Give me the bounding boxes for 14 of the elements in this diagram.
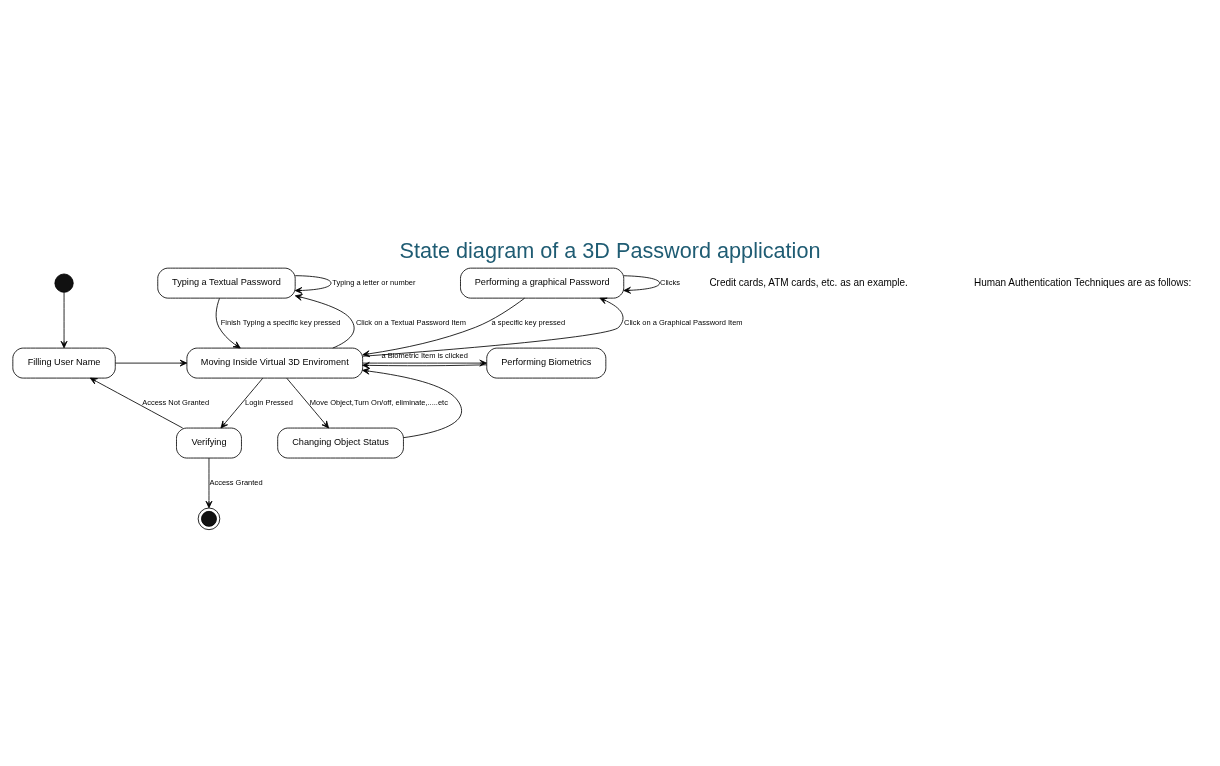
edge-label: Clicks: [659, 277, 680, 287]
edge-label: Typing a letter or number: [332, 277, 416, 287]
edge-label: a specific key pressed: [491, 317, 566, 327]
edge-label: Click on a Graphical Password Item: [624, 317, 743, 327]
label: Credit cards, ATM cards, etc. as an example.: [709, 276, 908, 288]
edge-label: a Biometric Item is clicked: [381, 350, 468, 360]
diagram-title: State diagram of a 3D Password application: [399, 237, 821, 263]
edge-label: Access Granted: [209, 477, 263, 487]
edge-label: Finish Typing a specific key pressed: [220, 317, 341, 327]
edge-label: Move Object,Turn On/off, eliminate,.....etc: [309, 397, 448, 407]
label: Human Authentication Techniques are as follows:: [973, 276, 1192, 288]
edge-label: Click on a Textual Password Item: [355, 317, 466, 327]
edge-label: Access Not Granted: [142, 397, 210, 407]
edge-label: Login Pressed: [245, 397, 293, 407]
